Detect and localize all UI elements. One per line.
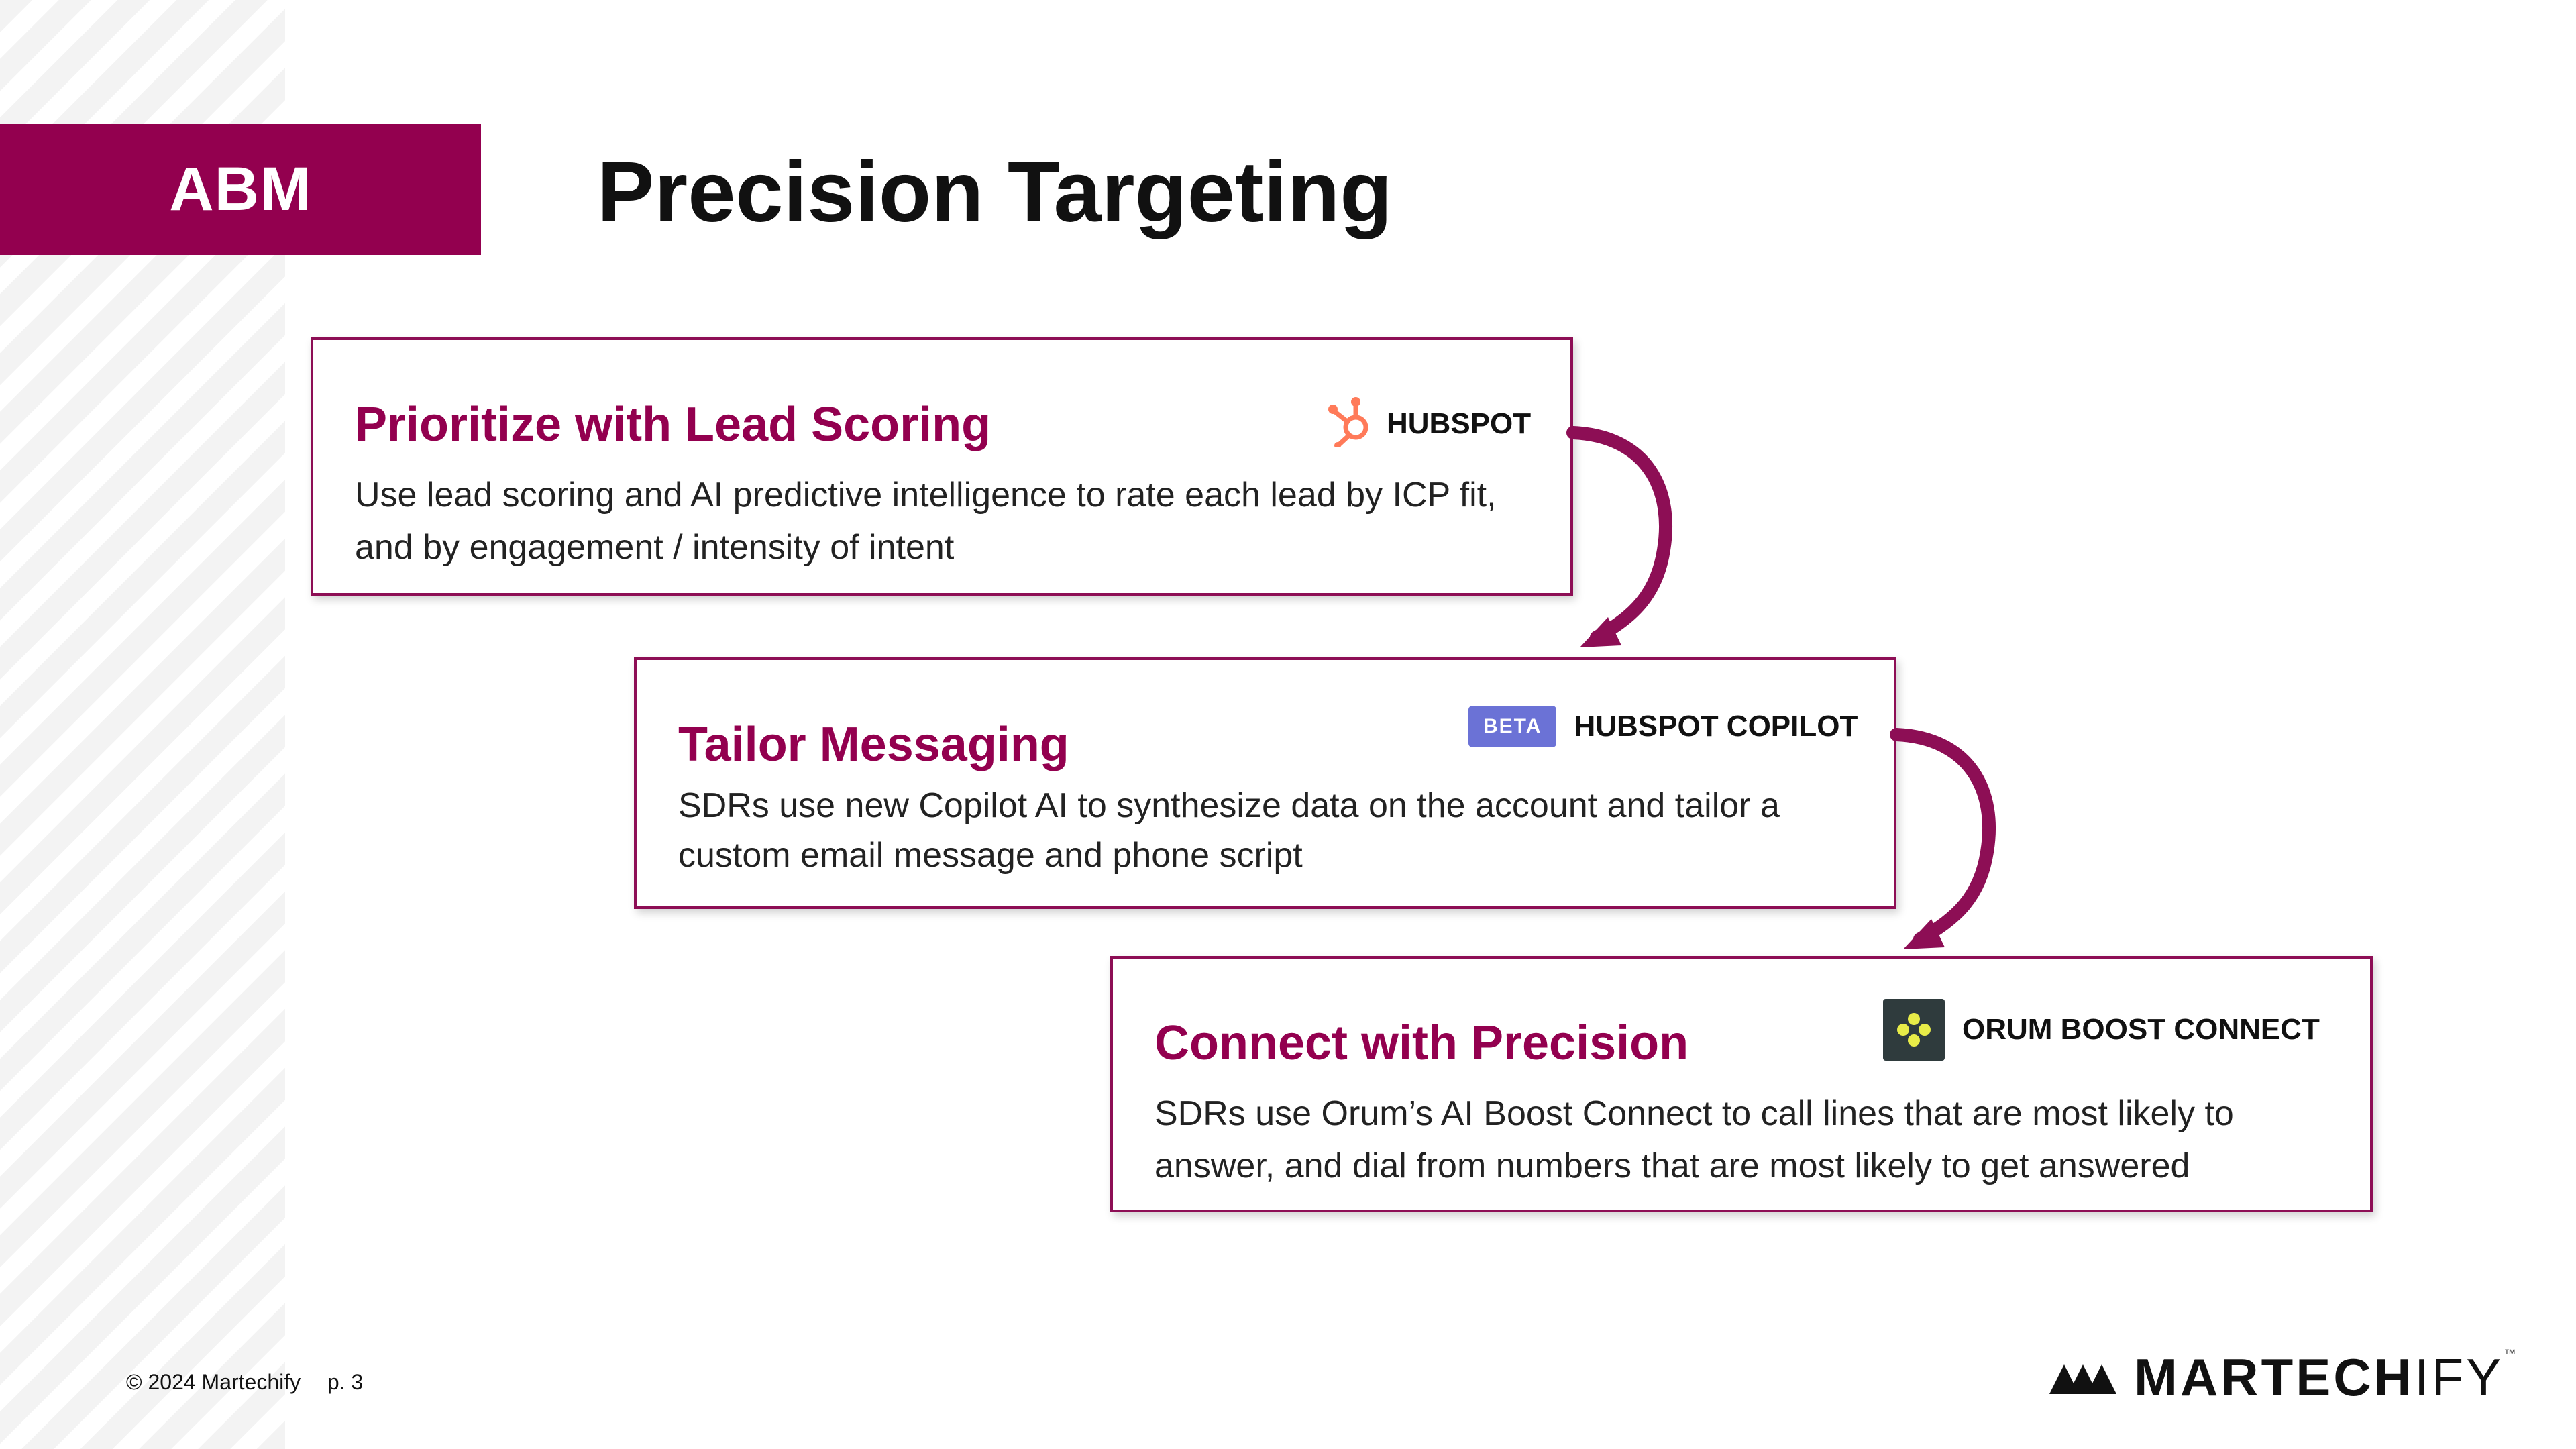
- brand-name: MARTECHIFY™: [2134, 1347, 2518, 1408]
- tool-hubspot: HUBSPOT: [1328, 392, 1531, 455]
- brand-name-bold: MARTECH: [2134, 1348, 2414, 1407]
- copyright-text: © 2024 Martechify: [126, 1370, 301, 1394]
- tool-orum: ORUM BOOST CONNECT: [1883, 999, 2320, 1061]
- brand-logo: MARTECHIFY™: [2049, 1347, 2518, 1408]
- tool-hubspot-copilot: BETA HUBSPOT COPILOT: [1468, 706, 1858, 747]
- hubspot-sprocket-icon: [1328, 392, 1375, 455]
- brand-trademark: ™: [2504, 1347, 2519, 1360]
- section-tag-label: ABM: [169, 155, 312, 223]
- card-description: SDRs use new Copilot AI to synthesize da…: [678, 786, 1780, 875]
- curved-arrow-icon: [1566, 426, 1672, 647]
- tool-name: HUBSPOT COPILOT: [1574, 710, 1858, 743]
- card-title: Prioritize with Lead Scoring: [355, 398, 991, 451]
- card-description: SDRs use Orum’s AI Boost Connect to call…: [1155, 1094, 2234, 1185]
- tool-name: ORUM BOOST CONNECT: [1962, 1013, 2320, 1046]
- section-tag: ABM: [0, 124, 481, 255]
- footer-copyright: © 2024 Martechify p. 3: [126, 1370, 363, 1395]
- card-lead-scoring: Prioritize with Lead Scoring HUBSPOT Use…: [311, 337, 1573, 596]
- tool-name: HUBSPOT: [1387, 407, 1532, 440]
- martechify-logo-icon: [2049, 1355, 2116, 1400]
- orum-logo-icon: [1883, 999, 1945, 1061]
- card-description: Use lead scoring and AI predictive intel…: [355, 476, 1497, 567]
- page-number: p. 3: [327, 1370, 364, 1394]
- page-title: Precision Targeting: [597, 144, 1393, 240]
- card-title: Tailor Messaging: [678, 718, 1069, 771]
- card-title: Connect with Precision: [1155, 1016, 1689, 1070]
- beta-badge: BETA: [1468, 706, 1557, 747]
- curved-arrow-icon: [1890, 728, 1996, 949]
- brand-name-light: IFY: [2414, 1348, 2504, 1407]
- card-tailor-messaging: Tailor Messaging BETA HUBSPOT COPILOT SD…: [634, 657, 1896, 909]
- card-connect-precision: Connect with Precision ORUM BOOST CONNEC…: [1110, 956, 2373, 1212]
